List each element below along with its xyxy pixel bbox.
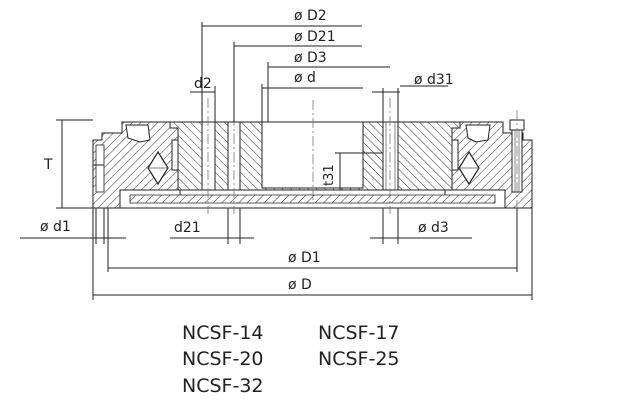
- bearing-body: [92, 119, 533, 209]
- dim-label-t31: t31: [322, 164, 337, 186]
- model-label: NCSF-20: [182, 348, 264, 370]
- model-label: NCSF-32: [182, 375, 264, 397]
- dim-label-D21: ø D21: [294, 29, 336, 45]
- dim-label-D3: ø D3: [294, 50, 327, 66]
- model-label: NCSF-17: [318, 322, 400, 344]
- model-label: NCSF-14: [182, 322, 264, 344]
- dim-label-D2: ø D2: [294, 8, 327, 24]
- dim-label-D1: ø D1: [288, 250, 321, 266]
- model-label: NCSF-25: [318, 348, 400, 370]
- dim-label-d: ø d: [294, 70, 316, 86]
- dim-label-d2: d2: [194, 76, 212, 92]
- dimension-lines-top: [56, 22, 448, 209]
- dim-label-d21: d21: [174, 220, 201, 236]
- dim-label-d3: ø d3: [418, 220, 449, 236]
- dim-label-d31: ø d31: [414, 72, 454, 88]
- dimension-lines-bottom: [20, 208, 533, 300]
- dim-label-d1: ø d1: [40, 219, 71, 235]
- dim-label-T: T: [43, 157, 53, 173]
- dim-label-D: ø D: [288, 277, 312, 293]
